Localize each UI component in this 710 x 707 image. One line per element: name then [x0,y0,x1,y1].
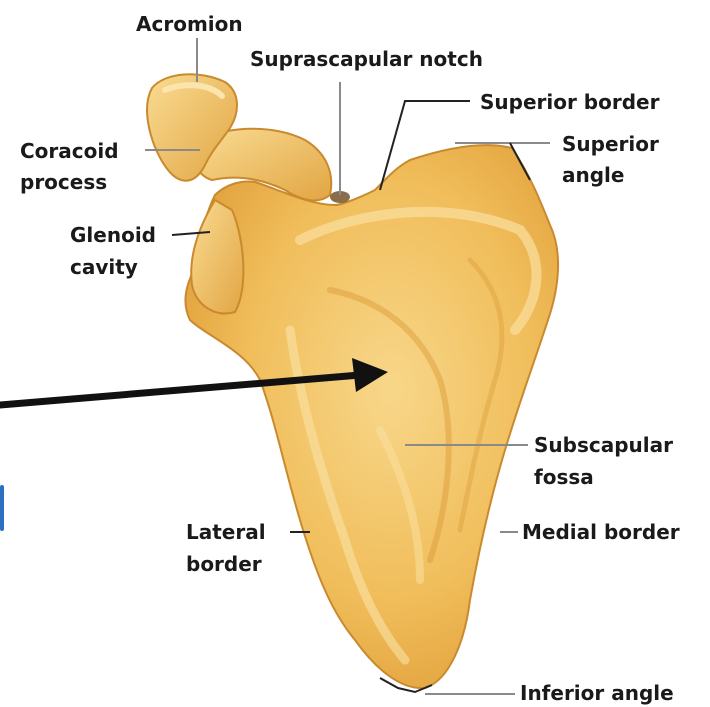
label-coracoid-line2: process [20,170,107,194]
label-medial-border: Medial border [522,520,680,544]
label-superior-angle-line2: angle [562,163,624,187]
label-coracoid-line1: Coracoid [20,139,119,163]
label-lateral-line2: border [186,552,262,576]
label-superior-border: Superior border [480,90,659,114]
label-glenoid-line1: Glenoid [70,223,156,247]
label-acromion: Acromion [136,12,243,36]
label-glenoid-line2: cavity [70,255,138,279]
label-inferior-angle: Inferior angle [520,681,674,705]
label-suprascapular-notch: Suprascapular notch [250,47,483,71]
label-subscapular-line2: fossa [534,465,594,489]
glenoid-cavity-shape [191,200,243,313]
label-lateral-line1: Lateral [186,520,266,544]
left-edge-blue-fragment [0,485,4,531]
label-superior-angle-line1: Superior [562,132,659,156]
label-subscapular-line1: Subscapular [534,433,673,457]
